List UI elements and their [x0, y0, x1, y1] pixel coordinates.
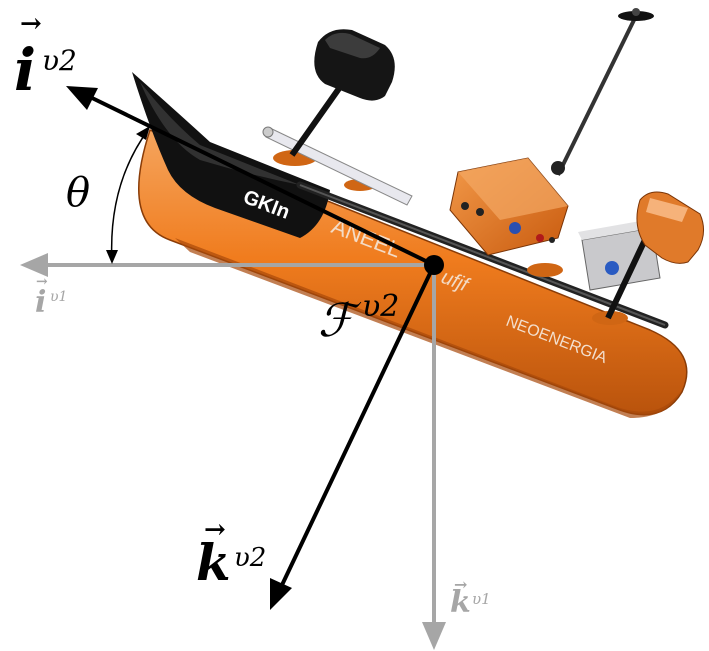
label-i-v2-base: i: [14, 36, 36, 104]
i-v2-axis: [87, 94, 435, 267]
label-k-v2: → k υ2: [196, 515, 266, 592]
boat-bow: [132, 72, 330, 238]
label-i-v2-sup: υ2: [42, 44, 77, 77]
theta-arc-head-top: [136, 126, 150, 140]
k-v1-arrowhead: [422, 622, 446, 650]
label-k-v2-sup: υ2: [234, 543, 266, 573]
label-i-v2: → i υ2: [14, 9, 77, 104]
i-v1-arrowhead: [20, 253, 48, 277]
inertial-frame: [20, 253, 446, 650]
label-i-v1-sup: υ1: [50, 289, 67, 305]
label-frame-sup: υ2: [362, 289, 399, 324]
label-k-v1-arrow: →: [454, 575, 467, 594]
label-theta: θ: [66, 170, 90, 216]
boat: GKIn ANEEL ufjf NEOENERGIA: [132, 8, 704, 418]
theta-arc: [110, 129, 149, 263]
label-i-v1: → i υ1: [35, 274, 67, 320]
label-k-v1-base: k: [450, 585, 471, 620]
label-i-v1-base: i: [35, 285, 46, 320]
k-v2-axis: [280, 264, 436, 586]
body-frame: [66, 86, 444, 610]
k-v2-arrowhead: [270, 578, 292, 610]
label-k-v1-sup: υ1: [472, 590, 491, 608]
label-k-v1: → k υ1: [450, 575, 491, 620]
label-i-v1-arrow: →: [36, 274, 48, 290]
label-k-v2-arrow: →: [204, 515, 226, 545]
label-i-v2-arrow: →: [20, 9, 42, 39]
frame-origin: [424, 255, 444, 275]
label-k-v2-base: k: [196, 533, 231, 592]
i-v2-arrowhead: [66, 86, 98, 110]
boat-bow-highlight: [140, 82, 300, 185]
theta-arc-head-bottom: [106, 250, 118, 264]
